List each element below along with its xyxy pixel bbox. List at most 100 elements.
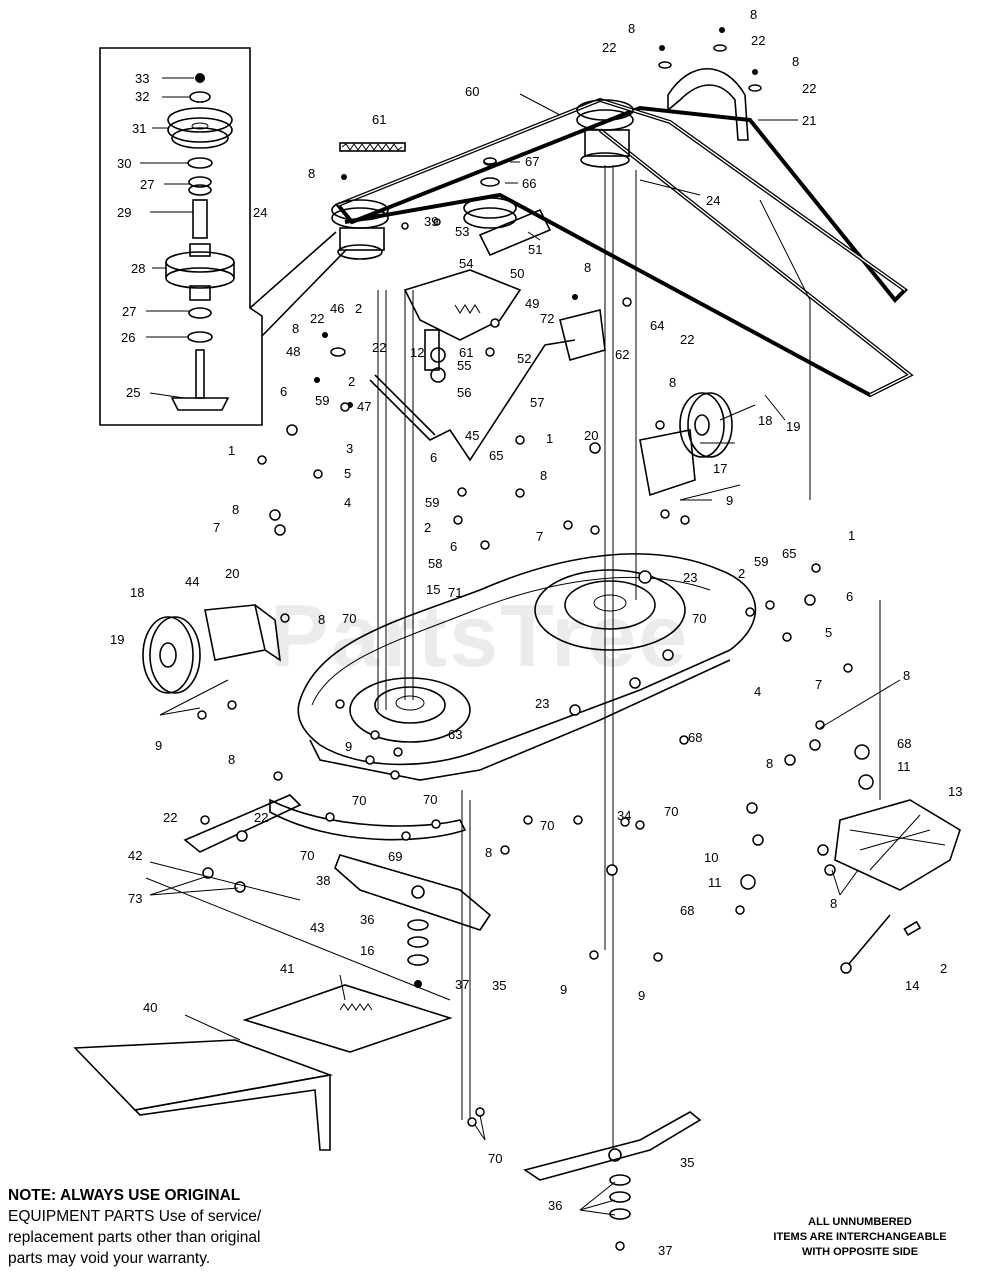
callout-60: 60 <box>465 84 479 99</box>
callout-33: 33 <box>135 71 149 86</box>
callout-68c: 68 <box>680 903 694 918</box>
callout-50: 50 <box>510 266 524 281</box>
footnote-line-1: ALL UNNUMBERED <box>808 1216 912 1228</box>
callout-68: 68 <box>688 730 702 745</box>
nut-33 <box>195 73 205 83</box>
pulley-31 <box>167 107 233 149</box>
callout-70h: 70 <box>488 1151 502 1166</box>
callout-48: 48 <box>286 344 300 359</box>
callout-14: 14 <box>905 978 919 993</box>
bearing-30 <box>187 157 213 169</box>
callout-11: 11 <box>897 759 911 774</box>
note-line-4: parts may void your warranty. <box>8 1250 211 1267</box>
washer-26 <box>187 331 213 343</box>
callout-61: 61 <box>372 112 386 127</box>
callout-27: 27 <box>140 177 154 192</box>
callout-32: 32 <box>135 89 149 104</box>
blade-lower-35 <box>523 1111 702 1181</box>
callout-56: 56 <box>457 385 471 400</box>
callout-22e: 22 <box>310 311 324 326</box>
callout-70f: 70 <box>664 804 678 819</box>
callout-25: 25 <box>126 385 140 400</box>
callout-61b: 61 <box>459 345 473 360</box>
callout-70d: 70 <box>423 792 437 807</box>
callout-6c: 6 <box>450 539 457 554</box>
callout-labels: 33 32 31 30 27 29 28 27 26 25 61 8 60 8 … <box>110 7 962 1258</box>
callout-23b: 23 <box>535 696 549 711</box>
callout-1b: 1 <box>546 431 553 446</box>
callout-29: 29 <box>117 205 131 220</box>
callout-40: 40 <box>143 1000 157 1015</box>
callout-11b: 11 <box>708 875 722 890</box>
footnote-line-3: WITH OPPOSITE SIDE <box>801 1246 919 1258</box>
callout-4: 4 <box>344 495 351 510</box>
callout-6b: 6 <box>430 450 437 465</box>
callout-2c: 2 <box>424 520 431 535</box>
callout-57: 57 <box>530 395 544 410</box>
idler-pulley-left-24 <box>331 199 389 260</box>
rear-bracket-13 <box>834 799 961 891</box>
callout-18b: 18 <box>130 585 144 600</box>
callout-10: 10 <box>704 850 718 865</box>
callout-22g: 22 <box>163 810 177 825</box>
callout-7b: 7 <box>536 529 543 544</box>
callout-37: 37 <box>455 977 469 992</box>
watermark-text: PartsTree <box>270 586 690 685</box>
callout-35: 35 <box>492 978 506 993</box>
callout-71: 71 <box>448 585 462 600</box>
callout-22b: 22 <box>751 33 765 48</box>
callout-70c: 70 <box>352 793 366 808</box>
spindle-inset <box>99 47 347 426</box>
callout-8f: 8 <box>292 321 299 336</box>
callout-3: 3 <box>346 441 353 456</box>
callout-43: 43 <box>310 920 324 935</box>
callout-2e: 2 <box>940 961 947 976</box>
callout-36: 36 <box>360 912 374 927</box>
warranty-note: NOTE: ALWAYS USE ORIGINAL EQUIPMENT PART… <box>8 1185 308 1269</box>
mower-deck-15 <box>297 165 757 1150</box>
callout-17: 17 <box>713 461 727 476</box>
callout-63: 63 <box>448 727 462 742</box>
callout-66: 66 <box>522 176 536 191</box>
callout-39: 39 <box>424 214 438 229</box>
callout-65b: 65 <box>782 546 796 561</box>
discharge-chute-40 <box>73 984 453 1151</box>
callout-8m: 8 <box>228 752 235 767</box>
callout-45: 45 <box>465 428 479 443</box>
callout-42: 42 <box>128 848 142 863</box>
callout-8n: 8 <box>485 845 492 860</box>
footnote-line-2: ITEMS ARE INTERCHANGEABLE <box>773 1231 947 1243</box>
callout-22f: 22 <box>372 340 386 355</box>
callout-8j: 8 <box>318 612 325 627</box>
callout-59c: 59 <box>754 554 768 569</box>
callout-69: 69 <box>388 849 402 864</box>
callout-8: 8 <box>308 166 315 181</box>
callout-41: 41 <box>280 961 294 976</box>
front-baffle-38 <box>183 794 467 853</box>
callout-30: 30 <box>117 156 131 171</box>
callout-7: 7 <box>213 520 220 535</box>
callout-9d: 9 <box>560 982 567 997</box>
callout-9b: 9 <box>155 738 162 753</box>
callout-19: 19 <box>786 419 800 434</box>
callout-59: 59 <box>315 393 329 408</box>
callout-24b: 24 <box>706 193 720 208</box>
gauge-wheel-right-18 <box>679 392 733 458</box>
bearing-27-top <box>188 176 212 196</box>
callout-21: 21 <box>802 113 816 128</box>
callout-51: 51 <box>528 242 542 257</box>
bracket-62 <box>559 309 606 361</box>
callout-35b: 35 <box>680 1155 694 1170</box>
callout-13: 13 <box>948 784 962 799</box>
bearing-27-bottom <box>188 307 212 319</box>
callout-73: 73 <box>128 891 142 906</box>
callout-28: 28 <box>131 261 145 276</box>
callout-54: 54 <box>459 256 473 271</box>
callout-22d: 22 <box>680 332 694 347</box>
note-line-2: EQUIPMENT PARTS Use of service/ <box>8 1208 262 1225</box>
callout-16: 16 <box>360 943 374 958</box>
callout-8k: 8 <box>903 668 910 683</box>
callout-70g: 70 <box>300 848 314 863</box>
callout-27b: 27 <box>122 304 136 319</box>
